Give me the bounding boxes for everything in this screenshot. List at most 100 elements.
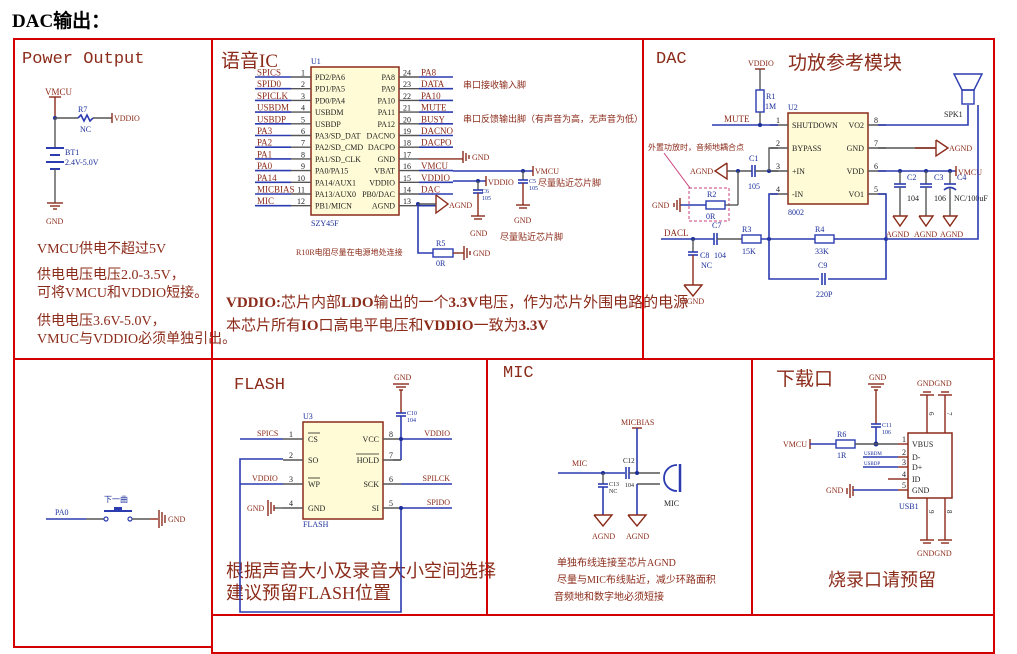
u2-right-num: 6 (874, 162, 878, 171)
u1-right-num: 20 (403, 115, 411, 124)
net-vmcu: VMCU (45, 87, 73, 97)
u3-left-net: SPICS (257, 429, 278, 438)
u1-right-pin-name: GND (378, 155, 396, 164)
u1-left-net: SPICLK (257, 91, 289, 101)
u1-ref: U1 (311, 57, 321, 66)
u1-left-net: USBDP (257, 114, 286, 124)
dl-gnd-left: GND (826, 486, 844, 495)
u2-right-pin-name: VO2 (848, 121, 864, 130)
u3-left-pin-name: SO (308, 456, 318, 465)
r4-value: 33K (815, 247, 829, 256)
u1-left-num: 2 (301, 80, 305, 89)
c13-value: NC (609, 489, 617, 495)
agnd-symbol (942, 215, 959, 228)
schematic-canvas: VMCU R7 NC VDDIO BT1 2.4V-5.0V GND U1 SZ… (45, 57, 988, 613)
near-pin-note-2: 尽量贴近芯片脚 (500, 231, 563, 242)
u3-left-pin-name: GND (308, 504, 326, 513)
u2-right-pin-name: VDD (847, 167, 865, 176)
u2-right-pin-name: GND (847, 144, 865, 153)
mic-schematic: MICBIAS MIC C12 104 MIC C13 NC AGND AGND (558, 418, 682, 541)
u1-right-net: VMCU (421, 161, 449, 171)
u1-right-num: 18 (403, 139, 411, 148)
r7-value: NC (80, 125, 91, 134)
c11-value: 106 (882, 430, 891, 436)
wire (239, 458, 402, 613)
u3-right-net: SPILCK (422, 474, 450, 483)
r2-ref: R2 (707, 190, 716, 199)
push-button-cap[interactable] (114, 507, 122, 511)
u1-right-pin-name: VDDIO (369, 178, 395, 187)
usb1-pin-num: 1 (902, 435, 906, 444)
gnd-label: GND (472, 153, 490, 162)
u1-right-net: PA8 (421, 68, 437, 78)
u1-left-net: USBDM (257, 103, 289, 113)
u3-left-num: 4 (289, 499, 293, 508)
u3-left-pin-name: WP (308, 480, 321, 489)
usb1-pin-name: D- (912, 453, 921, 462)
u3-left-num: 2 (289, 451, 293, 460)
usb1-pin-name: D+ (912, 463, 923, 472)
u2-chip (787, 112, 869, 205)
u1-right-net: BUSY (421, 114, 446, 124)
u2-ref: U2 (788, 103, 798, 112)
u3-right-net: VDDIO (424, 429, 450, 438)
u1-left-net: PA3 (257, 126, 273, 136)
r1-ref: R1 (766, 92, 775, 101)
r7-resistor (77, 113, 94, 123)
u1-right-net: DACNO (421, 126, 454, 136)
spk-label: SPK1 (944, 110, 963, 119)
bt1-ref: BT1 (65, 148, 79, 157)
bt1-value: 2.4V-5.0V (65, 158, 99, 167)
gnd-label: GND (470, 229, 488, 238)
u3-right-num: 8 (389, 430, 393, 439)
u1-right-pin-name: PB0/DAC (362, 190, 395, 199)
dac-subtitle: 功放参考模块 (788, 53, 903, 74)
vddio-note2-b2: VDDIO (423, 318, 474, 334)
u3-right-pin-name: VCC (363, 435, 379, 444)
u1-left-num: 1 (301, 69, 305, 78)
vddio-note-t1: 芯片内部 (281, 295, 342, 311)
gnd-label: GND (514, 216, 532, 225)
u1-right-net: MUTE (421, 103, 447, 113)
c4-value: NC/100uF (954, 194, 988, 203)
u1-right-pin-name: PA8 (382, 73, 396, 82)
u1-left-num: 8 (301, 150, 305, 159)
u3-right-net: SPIDO (427, 498, 450, 507)
speaker-icon (952, 73, 984, 91)
r2-resistor (705, 200, 726, 210)
u1-left-net: SPID0 (257, 79, 282, 89)
download-note: 烧录口请预留 (828, 570, 936, 590)
u1-right-net: DAC (421, 185, 440, 195)
vddio-note2-b3: 3.3V (518, 318, 549, 334)
dac-vddio: VDDIO (748, 59, 774, 68)
agnd-symbol (593, 514, 614, 528)
switch-contact (103, 516, 109, 522)
u1-right-num: 19 (403, 127, 411, 136)
u3-left-num: 1 (289, 430, 293, 439)
r5-resistor (432, 248, 454, 258)
r3-resistor (741, 234, 762, 244)
u1-left-pin-name: PB1/MICN (315, 202, 352, 211)
button-schematic: PA0 下一曲 GND (46, 494, 186, 528)
vddio-note2-t3: 一致为 (473, 318, 519, 334)
u1-right-num: 22 (403, 92, 411, 101)
c10-ref: C10 (407, 411, 417, 417)
u1-left-pin-name: PA14/AUX1 (315, 178, 356, 187)
u1-right-num: 24 (403, 69, 411, 78)
c7-value: 104 (714, 251, 726, 260)
u1-left-pin-name: PD0/PA4 (315, 96, 345, 105)
u1-chip (310, 66, 400, 216)
vddio-note2-t2: 口高电平电压和 (318, 318, 424, 334)
dl-gnd-top: GND (869, 373, 887, 382)
u3-right-pin-name: SCK (363, 480, 379, 489)
power-note-2: 供电电压电压2.0-3.5V， (37, 268, 185, 283)
dl-vmcu: VMCU (783, 440, 807, 449)
dac-gnd: GND (652, 201, 670, 210)
dac-vmcu: VMCU (958, 168, 982, 177)
u1-left-num: 5 (301, 115, 305, 124)
mic-note-3: 音频地和数字地必须短接 (554, 592, 664, 603)
r5-value: 0R (436, 259, 446, 268)
